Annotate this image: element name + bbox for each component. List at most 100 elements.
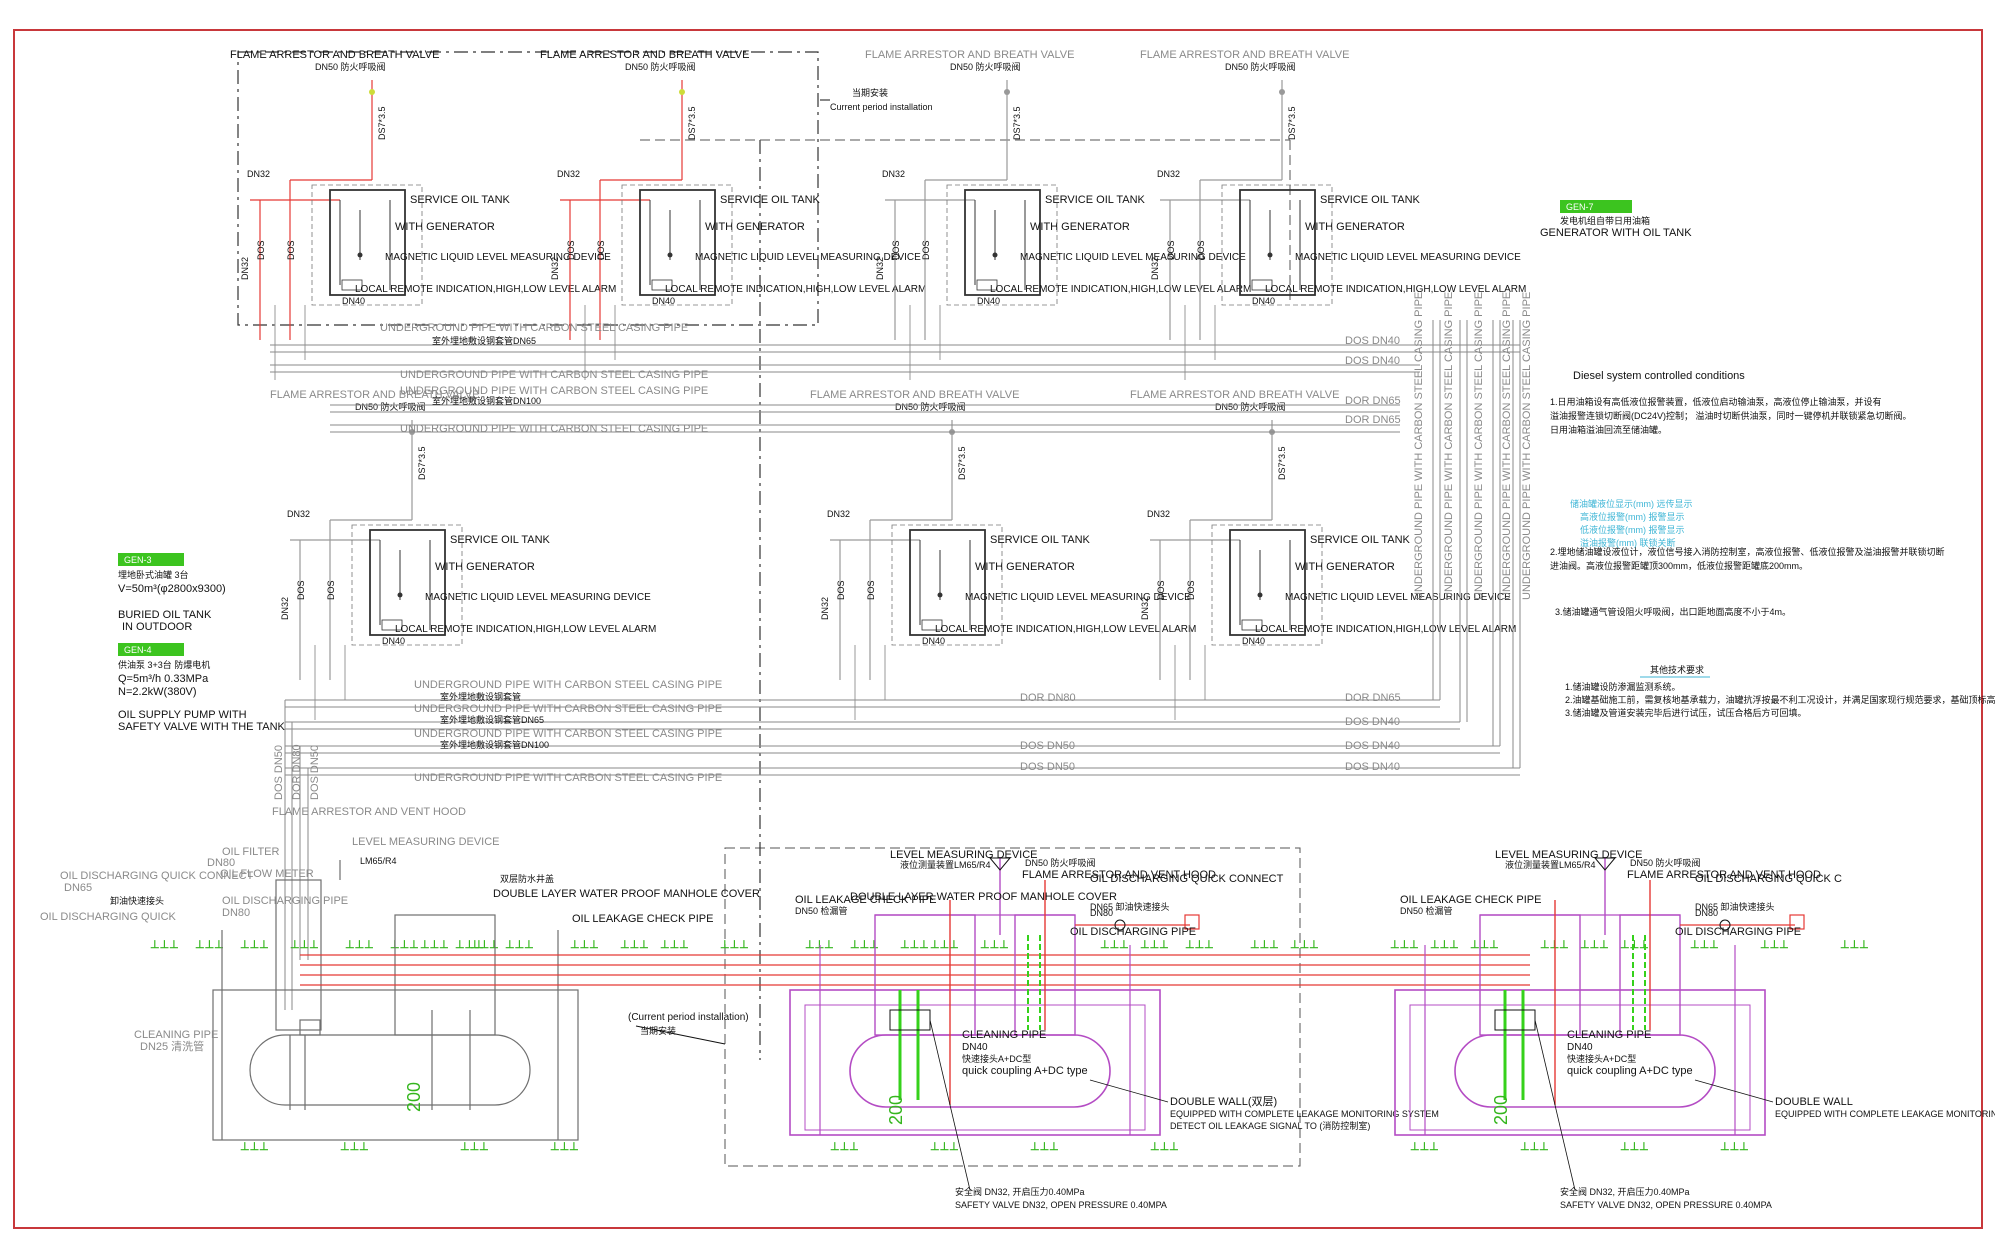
top-pipe1-1: DN32 (240, 257, 250, 280)
top-pipe3-3: DOS (921, 240, 931, 260)
ground-mark-9: ⊥⊥⊥ (470, 939, 499, 951)
mid-dn-bottom-1: DN40 (382, 636, 405, 646)
tank1-dp-dn: DN80 (1090, 908, 1113, 918)
top-alarm-2: LOCAL REMOTE INDICATION,HIGH,LOW LEVEL A… (665, 284, 926, 295)
install-label-bottom: (Current period installation) (628, 1012, 749, 1023)
tank1-dim: 200 (886, 1095, 906, 1125)
legend-gen4-line4: OIL SUPPLY PUMP WITH (118, 709, 247, 721)
top-pipe1-3: DN32 (875, 257, 885, 280)
tank1-level: LEVEL MEASURING DEVICE (890, 849, 1038, 861)
legend-gen7-cn: 发电机组自带日用油箱 (1560, 215, 1650, 226)
left-cleaning-dn: DN25 清洗管 (140, 1039, 204, 1053)
mid-dn-bottom-3: DN40 (1242, 636, 1265, 646)
notes-4-title: 其他技术要求 (1650, 664, 1704, 675)
mid-label2-2: WITH GENERATOR (975, 561, 1075, 573)
mid-hood-dn-3: DN50 防火呼吸阀 (1215, 401, 1286, 412)
tank2-safety: SAFETY VALVE DN32, OPEN PRESSURE 0.40MPA (1560, 1200, 1772, 1210)
left-dq1: OIL DISCHARGING QUICK CONNECT (60, 870, 254, 882)
ground-mark-5: ⊥⊥⊥ (345, 939, 374, 951)
top-hood-dn-1: DN50 防火呼吸阀 (315, 61, 386, 72)
ground-mark-24: ⊥⊥⊥ (1290, 939, 1319, 951)
top-riser-3: DS7*3.5 (1012, 106, 1022, 140)
top-hood-label-4: FLAME ARRESTOR AND BREATH VALVE (1140, 49, 1349, 61)
legend-gen7-tag-text: GEN-7 (1566, 202, 1594, 212)
ground-mark-33: ⊥⊥⊥ (1840, 939, 1869, 951)
top-label1-2: SERVICE OIL TANK (720, 194, 821, 206)
mid-pipe-2-label: UNDERGROUND PIPE WITH CARBON STEEL CASIN… (414, 703, 722, 715)
left-leak: OIL LEAKAGE CHECK PIPE (572, 913, 713, 925)
mid-alarm-2: LOCAL REMOTE INDICATION,HIGH,LOW LEVEL A… (935, 624, 1196, 635)
tank2-dp-dn: DN80 (1695, 908, 1718, 918)
ground-mark-3: ⊥⊥⊥ (240, 939, 269, 951)
left-riser-pipes (284, 700, 309, 1010)
ground-mark-19: ⊥⊥⊥ (980, 939, 1009, 951)
mid-pipe-3-label: UNDERGROUND PIPE WITH CARBON STEEL CASIN… (414, 728, 722, 740)
mid-pipe3-1: DOS (326, 580, 336, 600)
top-pipe-1-right: DOS DN40 (1345, 335, 1400, 347)
left-dq2: OIL DISCHARGING QUICK (40, 911, 177, 923)
legend-gen4-line1: 供油泵 3+3台 防爆电机 (118, 659, 210, 670)
top-pipe-3-cn: 室外埋地敷设钢套管DN100 (432, 395, 541, 406)
ground-mark-right-6: ⊥⊥⊥ (1520, 1141, 1549, 1153)
top-label1-1: SERVICE OIL TANK (410, 194, 511, 206)
mid-hood-label-3: FLAME ARRESTOR AND BREATH VALVE (1130, 389, 1339, 401)
legend-gen7-title: GENERATOR WITH OIL TANK (1540, 227, 1692, 239)
tank1-wall-note2: DETECT OIL LEAKAGE SIGNAL TO (消防控制室) (1170, 1120, 1370, 1131)
tank1-cleaning-cn: 快速接头A+DC型 (962, 1053, 1031, 1064)
top-pipe-3-label: UNDERGROUND PIPE WITH CARBON STEEL CASIN… (400, 369, 708, 381)
top-pipe-4-label: UNDERGROUND PIPE WITH CARBON STEEL CASIN… (400, 385, 708, 397)
mid-pipe2-2: DOS (836, 580, 846, 600)
ground-mark-12: ⊥⊥⊥ (620, 939, 649, 951)
top-riser-4: DS7*3.5 (1287, 106, 1297, 140)
tank2-leak: OIL LEAKAGE CHECK PIPE (1400, 894, 1541, 906)
notes-1b: 溢油报警连锁切断阀(DC24V)控制； 溢油时切断供油泵，同时一键停机并联锁紧急… (1550, 410, 1912, 421)
mid-label2-3: WITH GENERATOR (1295, 561, 1395, 573)
top-pipe-5-label: UNDERGROUND PIPE WITH CARBON STEEL CASIN… (400, 423, 708, 435)
mid-label1-1: SERVICE OIL TANK (450, 534, 551, 546)
ground-mark-7: ⊥⊥⊥ (420, 939, 449, 951)
top-hood-label-1: FLAME ARRESTOR AND BREATH VALVE (230, 49, 439, 61)
ground-mark-bottom-3: ⊥⊥⊥ (460, 1141, 489, 1153)
ground-mark-right-2: ⊥⊥⊥ (930, 1141, 959, 1153)
tank1-leak: OIL LEAKAGE CHECK PIPE (795, 894, 936, 906)
tank2-qc: quick coupling A+DC type (1567, 1065, 1693, 1077)
mid-pipe1-1: DN32 (280, 597, 290, 620)
tank1-wall-note: EQUIPPED WITH COMPLETE LEAKAGE MONITORIN… (1170, 1109, 1439, 1119)
top-pipe-3-right: DOR DN65 (1345, 395, 1401, 407)
top-gauge-2: MAGNETIC LIQUID LEVEL MEASURING DEVICE (695, 252, 921, 263)
mid-dn-top-1: DN32 (287, 509, 310, 519)
tank2-level: LEVEL MEASURING DEVICE (1495, 849, 1643, 861)
tank1-qc: quick coupling A+DC type (962, 1065, 1088, 1077)
left-cleaning: CLEANING PIPE (134, 1029, 218, 1041)
top-hood-label-2: FLAME ARRESTOR AND BREATH VALVE (540, 49, 749, 61)
left-fa-vent: FLAME ARRESTOR AND VENT HOOD (272, 806, 466, 818)
ground-mark-8: ⊥⊥⊥ (455, 939, 484, 951)
top-pipe3-2: DOS (596, 240, 606, 260)
tank2-cleaning-dn: DN40 (1567, 1042, 1593, 1053)
ground-mark-bottom-2: ⊥⊥⊥ (340, 1141, 369, 1153)
top-pipe2-3: DOS (891, 240, 901, 260)
left-level: LEVEL MEASURING DEVICE (352, 836, 500, 848)
mid-gauge-1: MAGNETIC LIQUID LEVEL MEASURING DEVICE (425, 592, 651, 603)
top-label2-3: WITH GENERATOR (1030, 221, 1130, 233)
mid-pipe3-3: DOS (1186, 580, 1196, 600)
tank2-leak-dn: DN50 检漏管 (1400, 905, 1453, 916)
top-label1-4: SERVICE OIL TANK (1320, 194, 1421, 206)
top-alarm-3: LOCAL REMOTE INDICATION,HIGH,LOW LEVEL A… (990, 284, 1251, 295)
tank1-level-cn: 液位测量装置LM65/R4 (900, 859, 991, 870)
tank2-cleaning-cn: 快速接头A+DC型 (1567, 1053, 1636, 1064)
ground-mark-right-1: ⊥⊥⊥ (830, 1141, 859, 1153)
mid-dn-top-3: DN32 (1147, 509, 1170, 519)
top-alarm-1: LOCAL REMOTE INDICATION,HIGH,LOW LEVEL A… (355, 284, 616, 295)
left-riser-3: DOS DN50 (309, 745, 321, 800)
notes-cyan-1: 储油罐液位显示(mm) 远传显示 (1570, 498, 1693, 509)
legend-gen3-line3: BURIED OIL TANK (118, 609, 212, 621)
mid-gauge-3: MAGNETIC LIQUID LEVEL MEASURING DEVICE (1285, 592, 1511, 603)
legend-gen3-tag-text: GEN-3 (124, 555, 152, 565)
mid-pipe-2-cn: 室外埋地敷设钢套管DN65 (440, 714, 544, 725)
vertical-label-5: UNDERGROUND PIPE WITH CARBON STEEL CASIN… (1521, 292, 1533, 600)
